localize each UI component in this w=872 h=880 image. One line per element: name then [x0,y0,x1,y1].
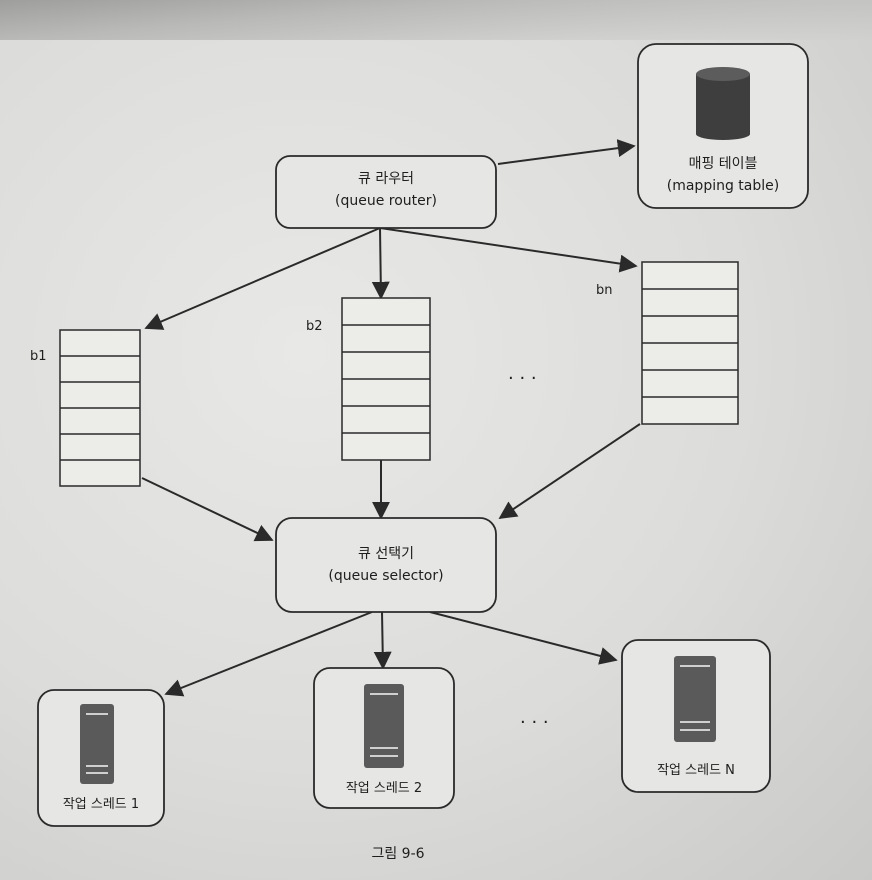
bucket-b1 [59,329,141,487]
queue-selector-title: 큐 선택기 [358,546,414,562]
queue-selector-node: 큐 선택기 (queue selector) [275,517,497,613]
queue-router-subtitle: (queue router) [335,193,437,209]
queue-router-title: 큐 라우터 [358,171,414,187]
arrow-router-to-mapping [497,139,636,165]
database-icon [696,67,750,140]
bucket-bn-label: bn [596,283,613,298]
arrow-b1-to-selector [141,477,274,542]
server-icon [80,704,114,784]
worker-1-label: 작업 스레드 1 [63,797,139,812]
worker-n-label: 작업 스레드 N [657,763,735,778]
worker-thread-1: 작업 스레드 1 [37,689,165,827]
figure-caption: 그림 9-6 [371,846,424,862]
bucket-b2 [341,297,431,461]
arrow-router-to-b1 [144,227,381,330]
page-edge-shadow [0,0,872,40]
mapping-table-title: 매핑 테이블 [689,156,758,172]
bucket-b2-label: b2 [306,319,323,334]
queue-router-node: 큐 라우터 (queue router) [275,155,497,229]
worker-thread-n: 작업 스레드 N [621,639,771,793]
arrow-selector-to-worker1 [164,611,373,697]
arrow-router-to-b2 [371,227,390,300]
bucket-b1-label: b1 [30,349,47,364]
worker-thread-2: 작업 스레드 2 [313,667,455,809]
arrow-bn-to-selector [498,423,641,520]
worker-ellipsis: · · · [520,712,549,733]
bucket-bn [641,261,739,425]
queue-selector-subtitle: (queue selector) [328,568,443,584]
arrows [141,139,641,697]
bucket-ellipsis: · · · [508,368,537,389]
arrow-selector-to-worker2 [373,611,392,670]
arrow-selector-to-workern [429,611,618,665]
arrow-router-to-bn [379,227,638,273]
worker-2-label: 작업 스레드 2 [346,781,422,796]
mapping-table-subtitle: (mapping table) [667,178,779,194]
server-icon [364,684,404,768]
server-icon [674,656,716,742]
mapping-table-node: 매핑 테이블 (mapping table) [637,43,809,209]
